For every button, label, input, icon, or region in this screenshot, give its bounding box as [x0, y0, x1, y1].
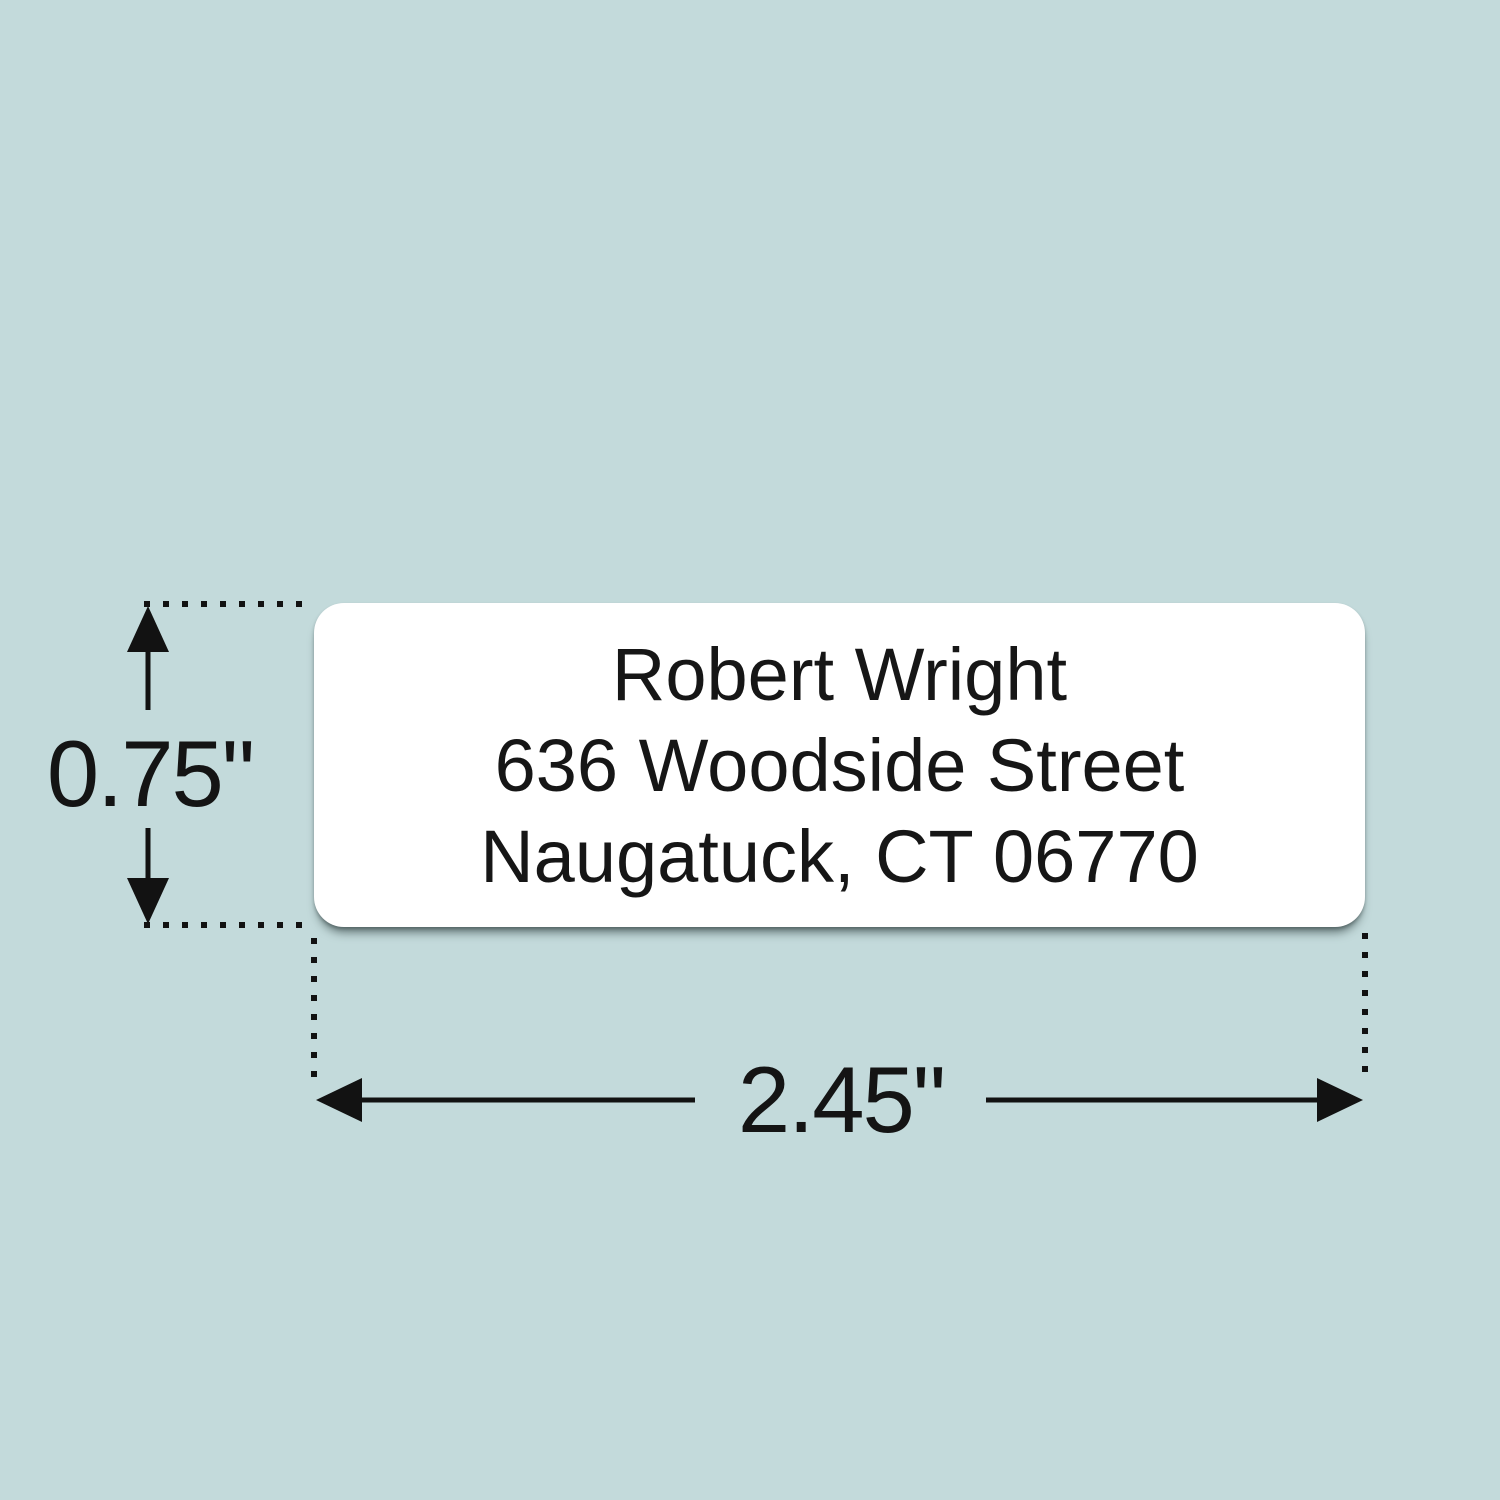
address-line-city-state-zip: Naugatuck, CT 06770 [480, 814, 1199, 898]
width-dimension: 2.45" [311, 933, 1368, 1152]
height-dimension: 0.75" [47, 601, 311, 928]
left-arrow-icon [316, 1078, 362, 1122]
address-line-street: 636 Woodside Street [494, 723, 1185, 807]
width-value-label: 2.45" [738, 1047, 944, 1152]
down-arrow-icon [127, 878, 169, 924]
right-arrow-icon [1317, 1078, 1363, 1122]
address-label: Robert Wright 636 Woodside Street Naugat… [314, 603, 1365, 927]
up-arrow-icon [127, 606, 169, 652]
address-line-name: Robert Wright [611, 632, 1068, 716]
height-value-label: 0.75" [47, 721, 253, 826]
